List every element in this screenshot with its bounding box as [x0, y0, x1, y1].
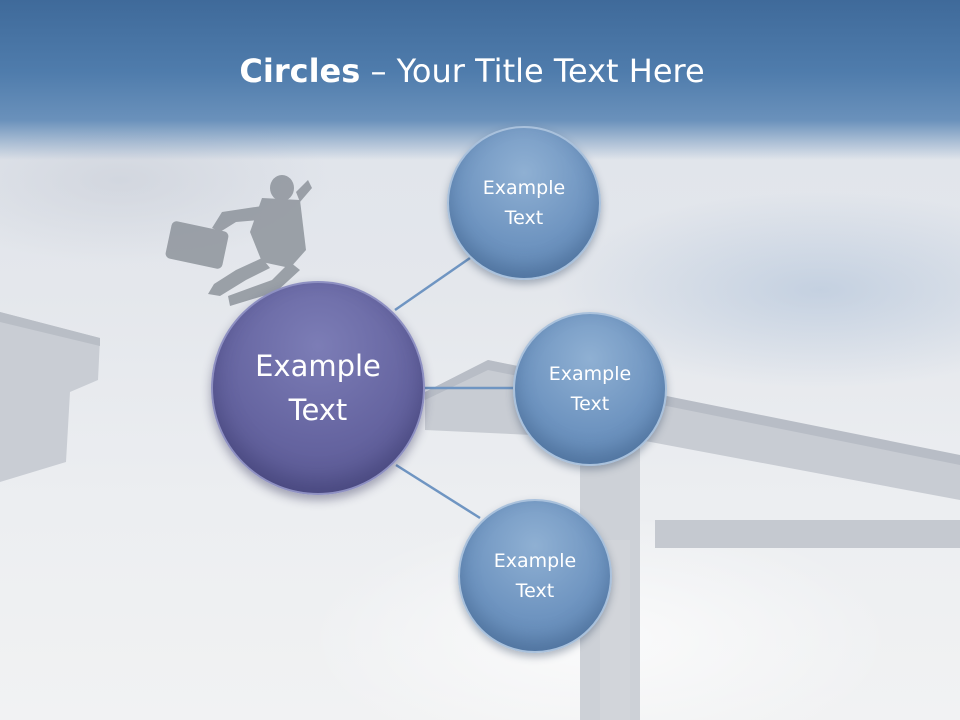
- slide-title: Circles – Your Title Text Here: [0, 52, 944, 90]
- right-bridge-rail: [425, 360, 960, 465]
- bridge-crossbeam: [655, 520, 960, 548]
- satellite-middle-label: Example Text: [548, 363, 632, 415]
- center-circle[interactable]: Example Text: [211, 281, 425, 495]
- satellite-top-label: Example Text: [482, 177, 566, 229]
- connector-top: [394, 256, 471, 312]
- businessman-figure: [165, 175, 312, 306]
- connector-bottom: [395, 463, 481, 520]
- center-circle-label: Example Text: [255, 349, 381, 427]
- left-bridge-edge: [0, 312, 100, 346]
- header-band: [0, 0, 960, 160]
- satellite-bottom-label: Example Text: [493, 550, 577, 602]
- title-strong: Circles: [239, 52, 361, 90]
- satellite-circle-middle[interactable]: Example Text: [513, 312, 667, 466]
- satellite-circle-bottom[interactable]: Example Text: [458, 499, 612, 653]
- title-rest: – Your Title Text Here: [360, 52, 705, 90]
- left-bridge-fragment: [0, 312, 100, 482]
- satellite-circle-top[interactable]: Example Text: [447, 126, 601, 280]
